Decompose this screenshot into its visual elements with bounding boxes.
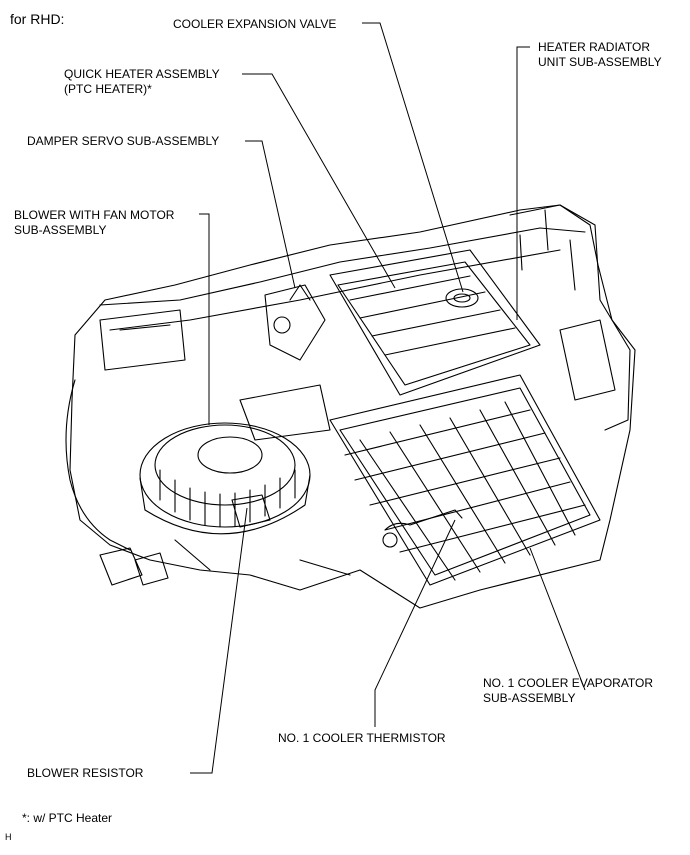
- leader-blower: [199, 213, 210, 425]
- heater-radiator-core: [329, 249, 541, 396]
- housing-inner-edge: [109, 249, 561, 331]
- leader-damper-servo: [245, 140, 296, 289]
- thermistor-part: [384, 509, 463, 531]
- leader-thermistor: [374, 519, 456, 727]
- label-damper-servo: DAMPER SERVO SUB-ASSEMBLY: [27, 134, 220, 148]
- leader-expansion-valve: [362, 22, 464, 293]
- label-cooler-evaporator: NO. 1 COOLER EVAPORATOR SUB-ASSEMBLY: [483, 676, 654, 705]
- housing-top-edge: [99, 227, 586, 306]
- housing-outline: [69, 204, 636, 609]
- damper-servo: [264, 284, 326, 361]
- label-cooler-thermistor: NO. 1 COOLER THERMISTOR: [278, 731, 446, 745]
- expansion-valve: [445, 288, 479, 308]
- wire-harness: [65, 379, 131, 551]
- leader-heater-radiator: [516, 46, 530, 320]
- blower-resistor-part: [231, 494, 271, 528]
- label-blower-resistor: BLOWER RESISTOR: [27, 766, 144, 780]
- right-case: [509, 204, 631, 431]
- label-cooler-expansion-valve: COOLER EXPANSION VALVE: [173, 17, 337, 31]
- footnote: *: w/ PTC Heater: [22, 811, 113, 825]
- leader-quick-heater: [242, 73, 396, 289]
- variant-label: for RHD:: [10, 11, 65, 27]
- blower-fan: [139, 422, 311, 535]
- label-blower-fan-motor: BLOWER WITH FAN MOTOR SUB-ASSEMBLY: [14, 208, 175, 237]
- label-quick-heater: QUICK HEATER ASSEMBLY (PTC HEATER)*: [64, 67, 220, 96]
- cooler-evaporator: [329, 374, 601, 586]
- label-heater-radiator: HEATER RADIATOR UNIT SUB-ASSEMBLY: [538, 40, 662, 69]
- leader-evaporator: [529, 547, 586, 691]
- figure-code: H: [5, 832, 12, 842]
- leader-resistor: [190, 507, 248, 774]
